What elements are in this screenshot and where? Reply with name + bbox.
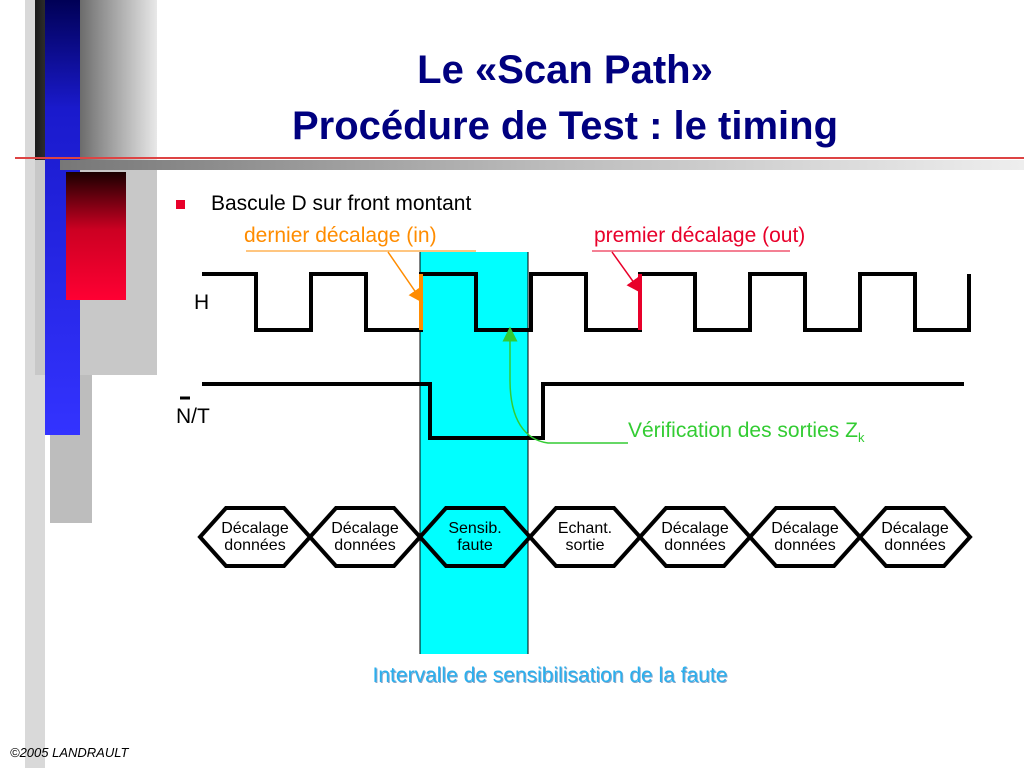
- verification-main: Vérification des sorties Z: [628, 419, 858, 442]
- phase-label: Echant.sortie: [537, 520, 633, 554]
- phase-label-line2: faute: [457, 537, 493, 554]
- caption: Intervalle de sensibilisation de la faut…: [372, 664, 728, 687]
- phase-label-line2: données: [664, 537, 726, 554]
- phase-label-line2: données: [334, 537, 396, 554]
- signal-label-h: H: [194, 291, 210, 314]
- phase-label-line1: Sensib.: [448, 520, 502, 537]
- page-title-line1: Le «Scan Path»: [417, 48, 713, 92]
- nt-waveform: [202, 382, 964, 440]
- arrow-in: [387, 251, 424, 304]
- bullet-text: Bascule D sur front montant: [211, 192, 472, 215]
- phase-hexagon: [857, 506, 973, 568]
- phase-label-line2: données: [224, 537, 286, 554]
- decor-line-red: [15, 157, 1024, 159]
- phase-sequence: [197, 506, 973, 568]
- label-first-shift-suffix: (out): [762, 224, 806, 247]
- phase-label-line1: Décalage: [661, 520, 729, 537]
- phase-label-line2: sortie: [565, 537, 605, 554]
- phase-label-line1: Décalage: [331, 520, 399, 537]
- label-first-shift-out: premier décalage (out): [594, 224, 805, 248]
- decor-line-gray: [60, 160, 1024, 170]
- bullet-square-icon: [176, 200, 185, 209]
- arrow-out: [611, 251, 642, 294]
- decor-bar-red: [66, 172, 126, 300]
- phase-label-line1: Echant.: [557, 520, 613, 537]
- footer-copyright: ©2005 LANDRAULT: [10, 745, 129, 760]
- phase-label: Sensib.faute: [427, 520, 523, 554]
- arrow-verification: [502, 326, 628, 444]
- verification-label: Vérification des sorties Zk: [628, 419, 864, 445]
- phase-label-line1: Décalage: [771, 520, 839, 537]
- phase-label-line1: Décalage: [221, 520, 289, 537]
- label-last-shift-in: dernier décalage (in): [244, 224, 437, 247]
- signal-label-nt: N/T: [176, 405, 210, 428]
- phase-label-line1: Décalage: [881, 520, 949, 537]
- label-first-shift-main: premier décalage: [594, 224, 757, 247]
- clock-h-waveform: [202, 272, 971, 332]
- verification-sub: k: [857, 430, 865, 446]
- phase-label-line2: données: [774, 537, 836, 554]
- page-title-line2: Procédure de Test : le timing: [291, 104, 839, 148]
- phase-label-line2: données: [884, 537, 946, 554]
